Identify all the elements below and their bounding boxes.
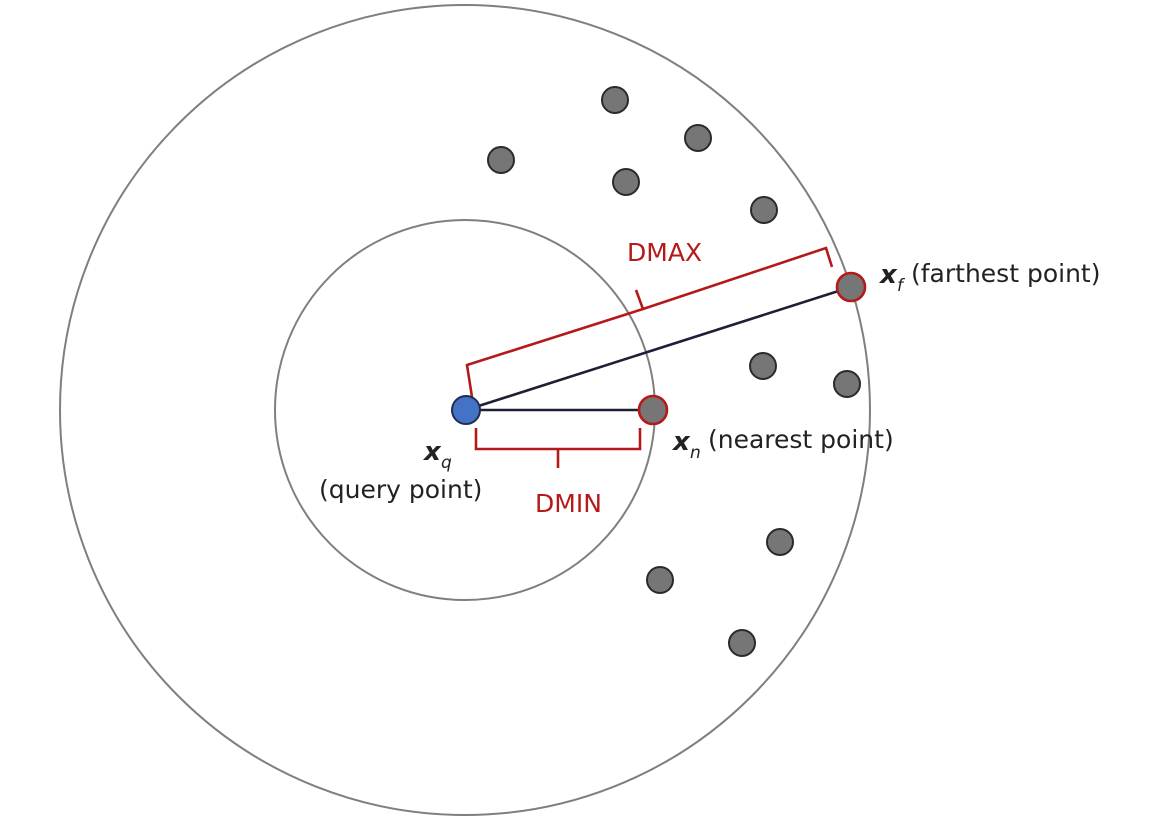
query-point-subscript: q (441, 453, 452, 473)
query-point-caption: (query point) (319, 475, 482, 504)
farthest-point-subscript: f (897, 276, 906, 296)
farthest-point-caption: (farthest point) (911, 259, 1100, 288)
data-point (487, 146, 515, 174)
data-point (749, 352, 777, 380)
data-point (833, 370, 861, 398)
dmin-brace (474, 428, 642, 468)
nearest-point-symbol: x (671, 427, 691, 457)
query-point (451, 395, 481, 425)
nearest-point (637, 394, 669, 426)
nearest-point-caption: (nearest point) (708, 425, 894, 454)
nearest-point-label: x n (nearest point) (671, 425, 894, 463)
query-point-symbol: x (422, 437, 442, 467)
query-point-label: x q (query point) (319, 437, 482, 504)
data-point (601, 86, 629, 114)
farthest-point-label: x f (farthest point) (878, 259, 1100, 296)
data-point (612, 168, 640, 196)
data-point (728, 629, 756, 657)
nearest-point-subscript: n (690, 443, 701, 463)
data-point (646, 566, 674, 594)
farthest-point (835, 271, 867, 303)
line-to-farthest-point (465, 285, 852, 412)
data-point (684, 124, 712, 152)
dmax-brace (465, 246, 834, 398)
data-points (487, 86, 861, 657)
data-point (750, 196, 778, 224)
outer-radius-circle (59, 4, 871, 816)
dmax-label: DMAX (627, 238, 702, 267)
data-point (766, 528, 794, 556)
farthest-point-symbol: x (878, 260, 898, 290)
dmin-label: DMIN (535, 489, 602, 518)
